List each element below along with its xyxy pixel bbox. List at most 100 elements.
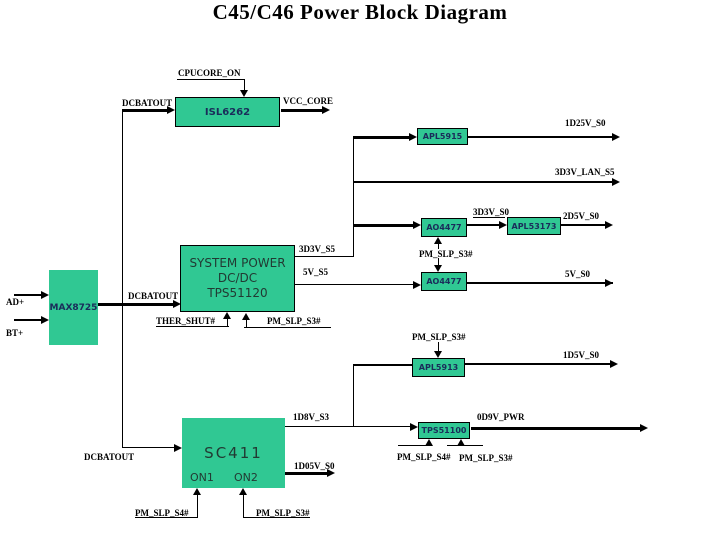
wire-1d8v-bus — [353, 365, 354, 427]
label-pm-slp-s3-5: PM_SLP_S3# — [256, 508, 310, 518]
arrow-1d8v-s3 — [410, 423, 418, 431]
wire-slp4-tps-leader — [398, 445, 429, 446]
wire-0d9v-pwr — [471, 427, 640, 430]
label-dcbatout-1: DCBATOUT — [122, 98, 173, 108]
wire-ao4477a-in — [353, 224, 413, 227]
block-sc411: SC411 ON1 ON2 — [182, 418, 285, 488]
block-max8725-label: MAX8725 — [49, 302, 98, 313]
label-5v-s0: 5V_S0 — [565, 269, 591, 279]
arrow-slp3-on2 — [239, 488, 247, 495]
arrow-2d5v-s0 — [605, 221, 613, 229]
wire-5v-s5 — [295, 284, 413, 285]
label-1d25v-s0: 1D25V_S0 — [565, 118, 606, 128]
block-tps51100-label: TPS51100 — [421, 426, 467, 435]
wire-ad-in — [14, 294, 41, 296]
wire-1d05v-s0 — [285, 472, 327, 475]
label-2d5v-s0: 2D5V_S0 — [563, 211, 600, 221]
arrow-1d5v-s0 — [610, 360, 618, 368]
wire-1d8v-s3 — [285, 426, 410, 427]
page-title: C45/C46 Power Block Diagram — [212, 0, 508, 24]
block-tps51100: TPS51100 — [418, 422, 470, 439]
arrow-dcbat-isl6262 — [167, 106, 175, 114]
wire-3d3v-s5-bus — [353, 138, 354, 257]
wire-dcbat-syspwr — [98, 303, 173, 306]
label-1d05v-s0: 1D05V_S0 — [294, 461, 335, 471]
label-vcc-core: VCC_CORE — [283, 96, 334, 106]
label-dcbatout-2: DCBATOUT — [128, 291, 179, 301]
wire-thershut-underline — [156, 326, 229, 327]
arrow-dcbat-sc411 — [174, 444, 182, 452]
block-sc411-label: SC411 — [204, 444, 263, 462]
wire-apl5913-in — [353, 364, 412, 366]
arrow-3d3v-s0 — [499, 221, 507, 229]
wire-slp3-syspwr-underline — [244, 327, 331, 328]
wire-thershut-up — [227, 319, 228, 327]
wire-slp4-on1-underline — [135, 517, 198, 518]
label-pm-slp-s4-2: PM_SLP_S4# — [135, 508, 189, 518]
system-power-part: TPS51120 — [207, 286, 268, 300]
block-apl5915-label: APL5915 — [422, 132, 463, 141]
label-1d5v-s0: 1D5V_S0 — [563, 350, 600, 360]
arrow-slp3-syspwr — [242, 313, 250, 320]
label-0d9v-pwr: 0D9V_PWR — [477, 412, 525, 422]
wire-3d3v-s0-underline — [473, 217, 505, 218]
arrow-dcbat-syspwr — [173, 300, 181, 308]
arrow-slp4-tps — [425, 439, 433, 446]
label-5v-s5: 5V_S5 — [303, 267, 329, 277]
wire-slp3-apl5913 — [438, 342, 439, 352]
arrow-1d25v-s0 — [612, 133, 620, 141]
label-ther-shut: THER_SHUT# — [156, 316, 216, 326]
block-ao4477-b: AO4477 — [421, 272, 467, 291]
label-pm-slp-s4-1: PM_SLP_S4# — [397, 452, 451, 462]
block-max8725: MAX8725 — [49, 270, 98, 345]
arrow-thershut — [223, 312, 231, 319]
wire-3d3v-lan-s5 — [353, 181, 612, 183]
wire-slp3-tps-leader — [447, 445, 483, 446]
block-apl53173-label: APL53173 — [511, 221, 557, 231]
arrow-slp3-apl5913 — [434, 351, 442, 358]
arrow-vcc-core — [322, 106, 330, 114]
label-ad-plus: AD+ — [6, 297, 25, 307]
block-apl5915: APL5915 — [417, 128, 468, 145]
label-3d3v-s0: 3D3V_S0 — [473, 207, 510, 217]
wire-5v-s0 — [467, 282, 613, 284]
wire-apl5915-in — [353, 136, 409, 139]
label-pm-slp-s3-2: PM_SLP_S3# — [267, 316, 321, 326]
wire-dcbat-bus — [122, 110, 123, 448]
wire-cpucore-drop — [244, 79, 245, 91]
wire-slp3-on2-up — [243, 495, 244, 517]
label-3d3v-lan-s5: 3D3V_LAN_S5 — [555, 167, 615, 177]
sc411-pin-on2: ON2 — [234, 471, 258, 484]
wire-1d25v-s0 — [468, 136, 612, 138]
system-power-title: SYSTEM POWER — [189, 256, 286, 270]
arrow-5v-s5 — [413, 281, 421, 289]
label-cpucore-on: CPUCORE_ON — [178, 68, 241, 78]
label-1d8v-s3: 1D8V_S3 — [293, 412, 330, 422]
wire-slp3-down — [438, 258, 439, 266]
label-pm-slp-s3-4: PM_SLP_S3# — [459, 453, 513, 463]
wire-dcbat-sc411 — [122, 447, 174, 448]
block-apl53173: APL53173 — [507, 217, 561, 235]
arrow-bt-in — [41, 316, 49, 324]
block-apl5913-label: APL5913 — [418, 363, 459, 372]
arrow-5v-s0 — [605, 279, 613, 287]
wire-slp3-up — [438, 243, 439, 249]
wire-slp4-on1-up — [197, 495, 198, 517]
label-pm-slp-s3-3: PM_SLP_S3# — [412, 332, 466, 342]
label-3d3v-s5: 3D3V_S5 — [299, 244, 336, 254]
arrow-0d9v-pwr — [640, 424, 648, 432]
wire-slp3-syspwr-up — [246, 320, 247, 328]
system-power-dcdc: DC/DC — [217, 271, 258, 285]
block-apl5913: APL5913 — [412, 358, 465, 377]
block-isl6262: ISL6262 — [175, 97, 280, 127]
label-bt-plus: BT+ — [6, 328, 24, 338]
wire-bt-in — [14, 319, 41, 321]
arrow-apl5915-in — [409, 133, 417, 141]
wire-2d5v-s0 — [561, 224, 605, 226]
block-ao4477-b-label: AO4477 — [426, 277, 462, 286]
wire-vcc-core — [281, 109, 322, 112]
wire-dcbat-isl6262 — [122, 109, 167, 112]
arrow-slp3-up-ao4477a — [434, 237, 442, 244]
label-dcbatout-3: DCBATOUT — [84, 452, 135, 462]
